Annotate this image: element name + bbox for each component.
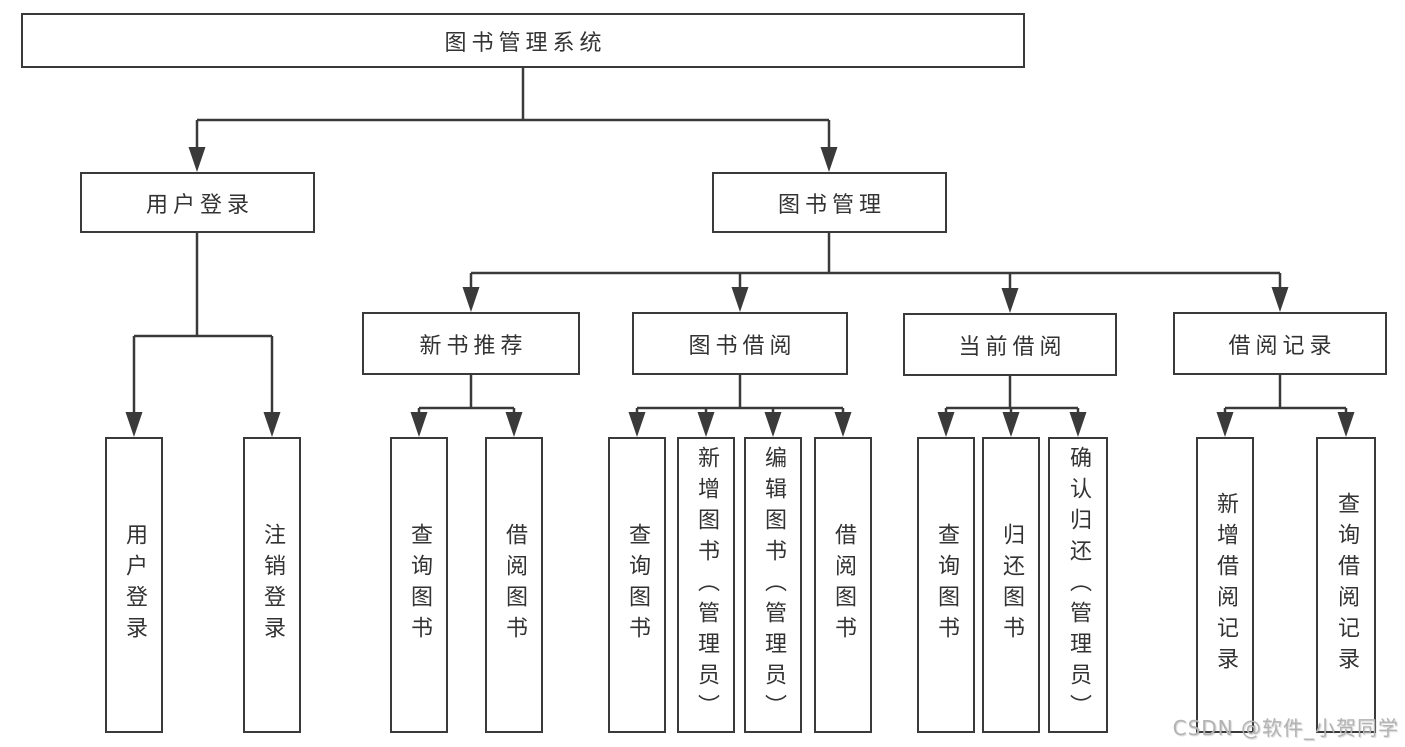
leaf-cb-return-books: 归还图书: [982, 437, 1040, 733]
leaf-cb-confirm-return-admin: 确认归还（管理员）: [1048, 437, 1108, 733]
arrowhead-icons: [125, 147, 1355, 437]
node-root: 图书管理系统: [21, 13, 1025, 68]
leaf-br-add-borrow-record: 新增借阅记录: [1196, 437, 1254, 733]
leaf-nbr-borrow-books: 借阅图书: [485, 437, 543, 733]
leaf-bb-query-books: 查询图书: [608, 437, 666, 733]
leaf-bb-borrow-books: 借阅图书: [814, 437, 872, 733]
leaf-cb-query-books: 查询图书: [917, 437, 975, 733]
node-borrow-records: 借阅记录: [1173, 312, 1387, 375]
node-book-borrow: 图书借阅: [632, 312, 848, 375]
connector-paths: [132, 68, 1348, 425]
node-new-book-recommend: 新书推荐: [362, 312, 580, 375]
watermark: CSDN @软件_小贺同学: [1172, 716, 1399, 740]
leaf-bb-add-books-admin: 新增图书（管理员）: [677, 437, 735, 733]
leaf-br-query-borrow-record: 查询借阅记录: [1316, 437, 1376, 733]
leaf-user-login: 用户登录: [105, 437, 163, 733]
leaf-logout: 注销登录: [243, 437, 301, 733]
node-current-borrow: 当前借阅: [903, 313, 1117, 376]
node-user-login: 用户登录: [80, 172, 315, 233]
node-book-management: 图书管理: [712, 172, 947, 233]
leaf-nbr-query-books: 查询图书: [390, 437, 448, 733]
leaf-bb-edit-books-admin: 编辑图书（管理员）: [744, 437, 802, 733]
